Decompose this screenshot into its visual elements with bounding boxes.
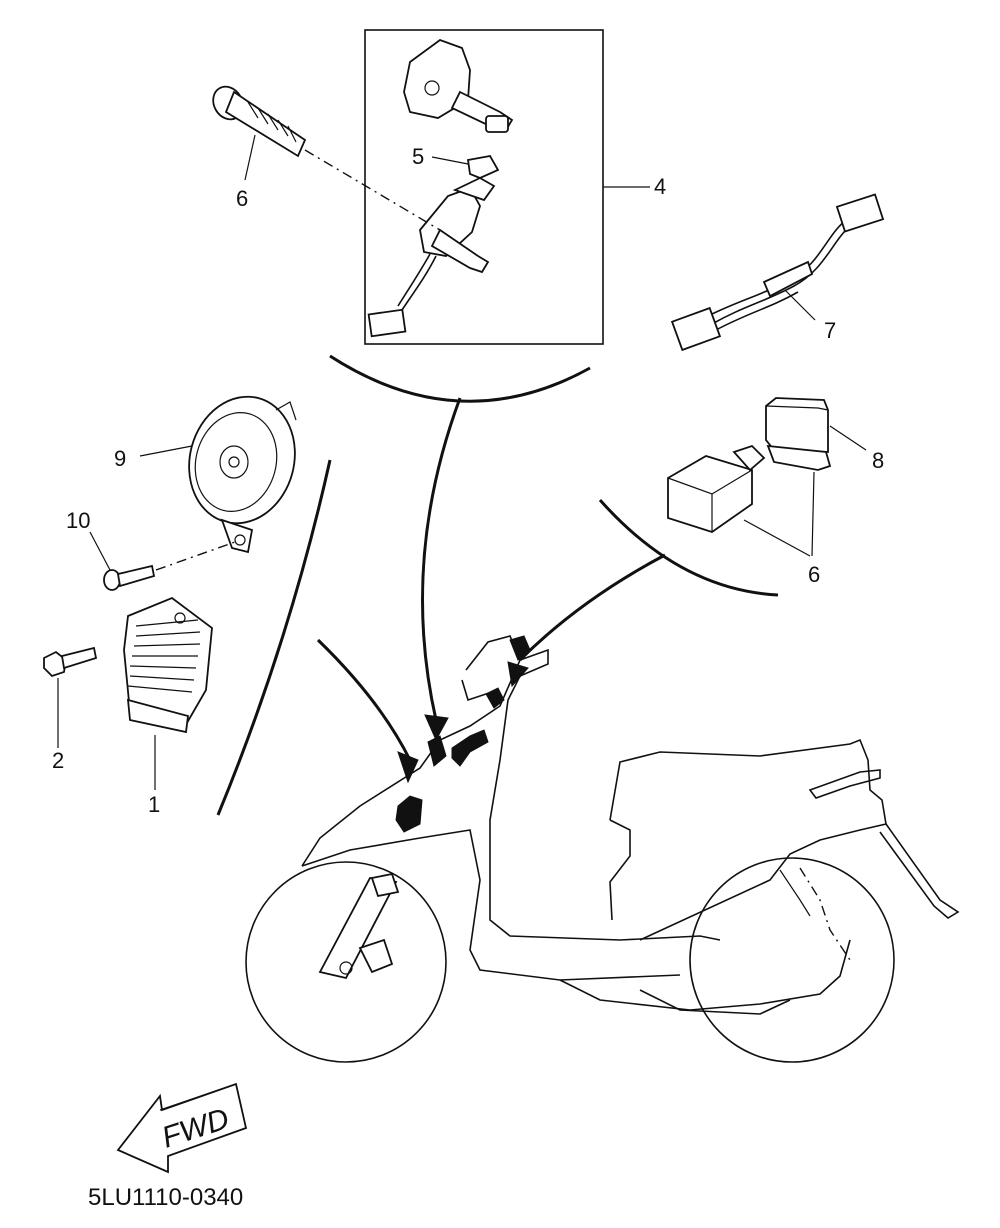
callout-10: 10: [66, 508, 90, 533]
callout-5: 5: [412, 144, 424, 169]
callout-6-bolt: 6: [236, 186, 248, 211]
bolt-2: [43, 646, 98, 748]
callout-8: 8: [872, 448, 884, 473]
relay-8: [765, 397, 867, 471]
wire-harness: [670, 193, 885, 352]
scooter-outline: [245, 635, 960, 1063]
callout-2: 2: [52, 748, 64, 773]
fwd-arrow: FWD: [116, 1082, 248, 1174]
bolt-6: [212, 85, 441, 231]
callout-9: 9: [114, 446, 126, 471]
rectifier-regulator: [123, 596, 213, 790]
callout-1: 1: [148, 792, 160, 817]
main-switch-assembly: [364, 29, 604, 345]
relay-6: [667, 444, 815, 557]
callout-7: 7: [824, 318, 836, 343]
callout-6-relay: 6: [808, 562, 820, 587]
diagram-code: 5LU1110-0340: [88, 1184, 243, 1211]
zoom-arcs: [216, 354, 779, 816]
callout-4: 4: [654, 174, 666, 199]
screw-10: [89, 531, 236, 591]
horn: [139, 395, 297, 554]
